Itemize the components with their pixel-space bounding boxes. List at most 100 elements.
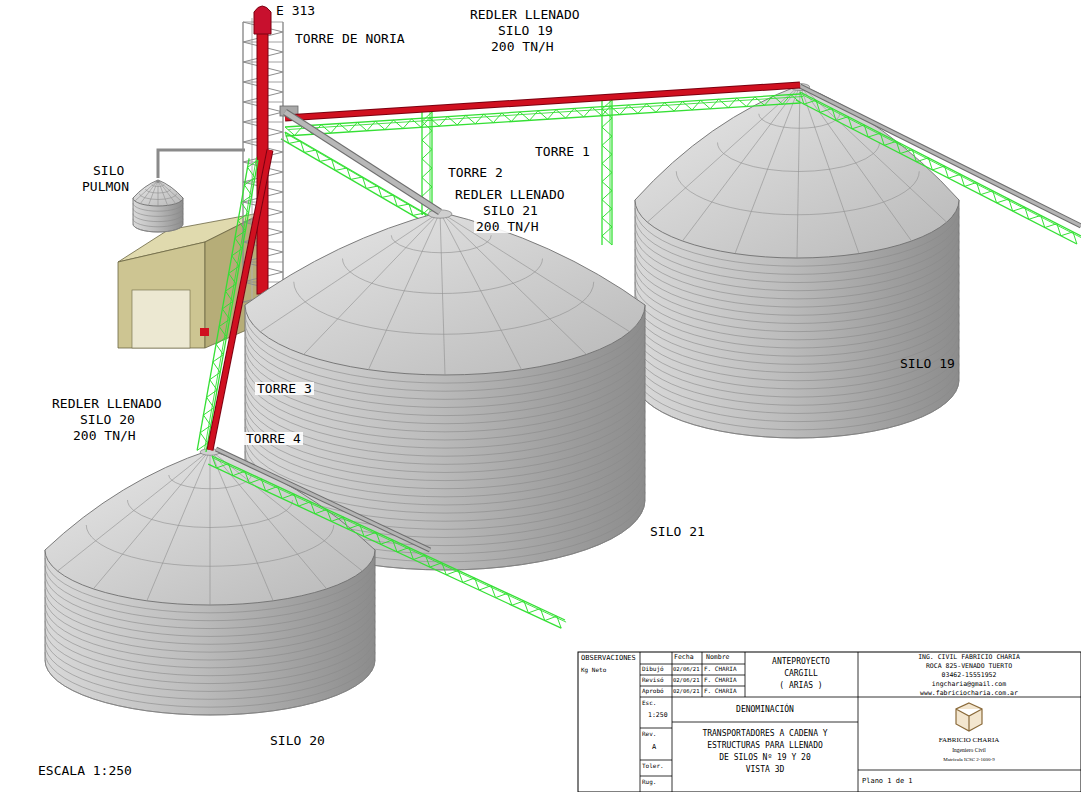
table-rule — [640, 760, 672, 761]
title-block-cell: OBSERVACIONES — [581, 655, 636, 662]
title-block-cell: Kg Neto — [581, 667, 606, 673]
capacity-label: 200 TN/H — [73, 429, 136, 442]
conveyor-casing — [210, 150, 270, 450]
author-info: ING. CIVIL FABRICIO CHARIA — [918, 654, 1020, 661]
roof-vent — [157, 181, 160, 183]
title-block-cell: Fecha — [674, 654, 694, 661]
author-info: www.fabriciocharia.com.ar — [920, 690, 1018, 697]
table-rule — [640, 664, 745, 665]
part-label: SILO 21 — [650, 525, 705, 538]
silo-drawing — [635, 84, 959, 438]
part-label: TORRE 4 — [244, 432, 303, 445]
author-info: ingcharia@gmail.com — [932, 681, 1006, 688]
silo-ring — [133, 224, 183, 232]
part-label: SILO 19 — [498, 24, 553, 37]
logo-icon — [956, 703, 982, 731]
table-rule — [640, 652, 641, 792]
truss-lacing — [800, 92, 1077, 244]
chain-conveyor — [800, 86, 1081, 226]
silo-ring — [45, 644, 375, 699]
roof-ring — [152, 185, 165, 187]
logo-text: FABRICIO CHARIA — [939, 737, 1000, 744]
truss-structure — [796, 92, 1081, 244]
part-label: TORRE 2 — [448, 166, 503, 179]
part-label: SILO 19 — [900, 357, 955, 370]
part-label: SILO — [93, 164, 124, 177]
truss-structure — [602, 98, 612, 245]
chain-conveyor — [285, 85, 800, 118]
truss-structure — [281, 132, 441, 229]
title-block-cell: F. CHARIA — [704, 666, 737, 672]
elevator-head — [254, 6, 271, 34]
silo-ring — [245, 411, 645, 481]
truss-chord — [213, 458, 566, 622]
conveyor-casing — [210, 150, 270, 450]
chain-conveyor — [216, 449, 430, 550]
intake-hopper — [200, 328, 209, 336]
title-block-cell: Esc. — [642, 700, 656, 706]
silo-ring — [45, 605, 375, 660]
drawing-title: DE SILOS Nº 19 Y 20 — [719, 754, 811, 762]
conveyor-casing — [216, 449, 430, 550]
table-rule — [640, 686, 745, 687]
roof-ring — [139, 194, 177, 200]
conveyor-casing — [285, 112, 440, 212]
title-block — [578, 652, 1081, 792]
drawing-title: ESTRUCTURAS PARA LLENADO — [707, 742, 823, 750]
roof-ring — [169, 475, 252, 489]
silo-ring — [45, 613, 375, 668]
part-label: TORRE 1 — [535, 145, 590, 158]
part-label: SILO 20 — [80, 413, 135, 426]
logo-text: Matrícula ICSC 2-1600-9 — [943, 757, 994, 762]
table-rule — [640, 697, 1081, 698]
truss-lacing — [197, 160, 258, 450]
table-rule — [672, 722, 858, 723]
silo-ring — [245, 394, 645, 464]
silo-ring — [45, 660, 375, 715]
silo-ring — [133, 208, 183, 216]
conveyor-casing — [800, 86, 1081, 226]
title-block-cell: Dibujó — [642, 666, 664, 672]
silo-ring — [245, 419, 645, 489]
sheet-number: Plano 1 de 1 — [862, 778, 913, 785]
conveyor-casing — [800, 86, 1081, 226]
truss-lacing — [602, 100, 612, 245]
author-info: ROCA 825-VENADO TUERTO — [926, 663, 1012, 670]
part-label: SILO 20 — [270, 734, 325, 747]
tower-leg — [242, 22, 243, 300]
roof-ring — [391, 235, 491, 253]
title-block-cell: 1:250 — [648, 712, 668, 719]
title-block-cell: 02/06/21 — [673, 689, 700, 695]
title-block-cell: ANTEPROYECTO — [772, 658, 830, 666]
silo-ring — [133, 214, 183, 222]
chain-conveyor — [210, 150, 270, 450]
silo-drawing — [133, 180, 183, 232]
chain-conveyor — [285, 112, 440, 212]
truss-chord — [208, 464, 561, 628]
silo-ring — [45, 652, 375, 707]
title-block-cell: Revisó — [642, 677, 664, 683]
truss-structure — [197, 157, 258, 452]
conveyor-casing — [285, 112, 440, 212]
tower-leg — [282, 22, 283, 300]
title-block-cell: 02/06/21 — [673, 667, 700, 673]
truss-chord — [212, 456, 565, 620]
truss-chord — [796, 100, 1077, 244]
silo-ring — [245, 378, 645, 448]
silo-ring — [635, 380, 959, 438]
part-label: TORRE 3 — [255, 382, 314, 395]
feed-pipe — [158, 150, 245, 178]
silo-roof — [133, 180, 183, 206]
roof-ring — [343, 259, 543, 294]
title-block-cell: Nombre — [706, 654, 729, 661]
silo-ring — [45, 629, 375, 684]
silo-ring — [245, 403, 645, 473]
truss-lacing — [285, 132, 440, 224]
logo-cube — [956, 703, 982, 731]
title-block-cell: 02/06/21 — [673, 678, 700, 684]
table-rule — [640, 675, 745, 676]
roof-ring — [128, 500, 293, 528]
silo-drawing — [45, 449, 375, 715]
table-rule — [745, 652, 746, 697]
truss-structure — [208, 456, 566, 628]
